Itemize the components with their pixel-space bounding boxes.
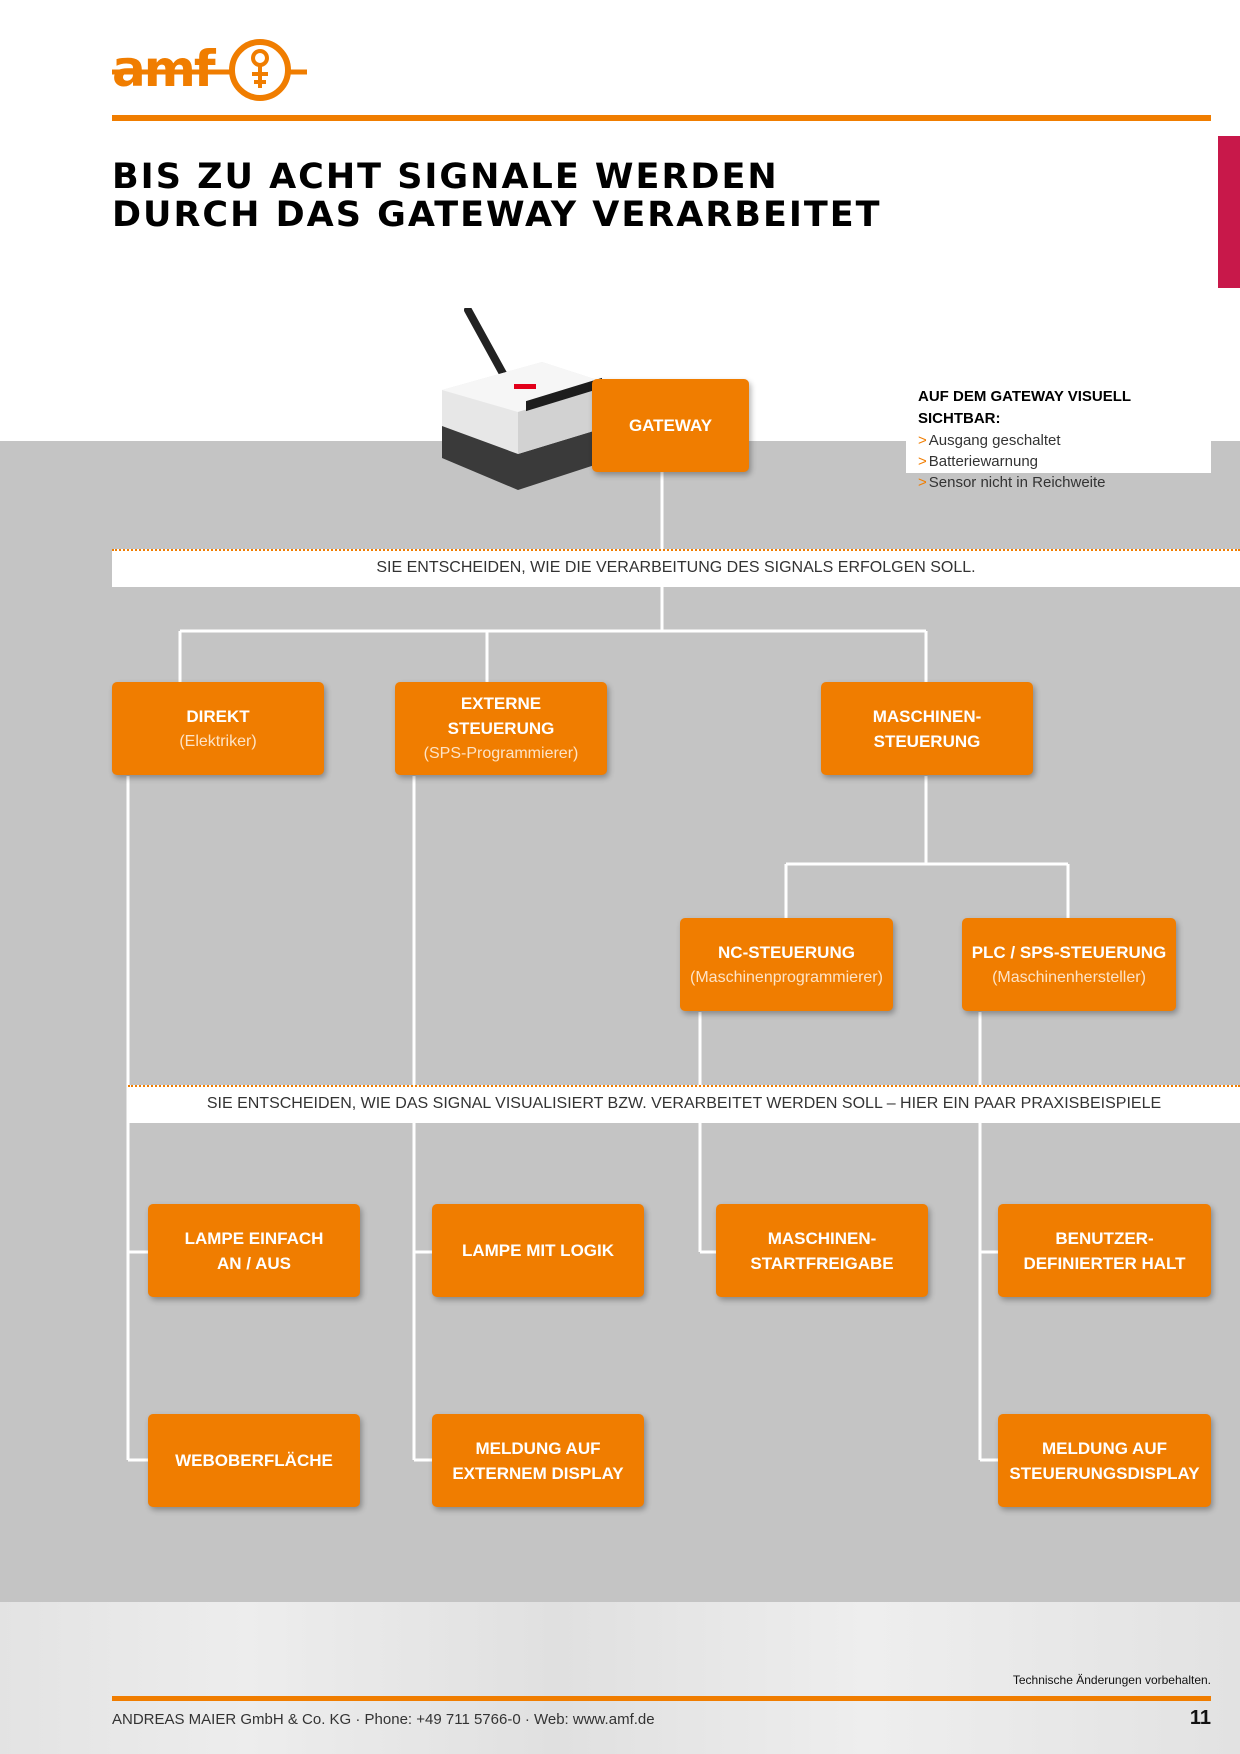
section-tab xyxy=(1218,136,1240,288)
title-line-1: BIS ZU ACHT SIGNALE WERDEN xyxy=(112,157,779,197)
header-rule xyxy=(112,115,1211,121)
info-item: >Sensor nicht in Reichweite xyxy=(918,474,1106,491)
example-maschinen-startfreigabe: MASCHINEN- STARTFREIGABE xyxy=(716,1204,928,1297)
node-externe-steuerung: EXTERNE STEUERUNG (SPS-Programmierer) xyxy=(395,682,607,775)
info-title: AUF DEM GATEWAY VISUELL SICHTBAR: xyxy=(918,388,1131,427)
chevron-right-icon: > xyxy=(918,453,927,470)
amf-logo: amf xyxy=(112,36,307,102)
example-meldung-externes-display: MELDUNG AUF EXTERNEM DISPLAY xyxy=(432,1414,644,1507)
gateway-node: GATEWAY xyxy=(592,379,749,472)
chevron-right-icon: > xyxy=(918,432,927,449)
example-weboberflaeche: WEBOBERFLÄCHE xyxy=(148,1414,360,1507)
node-direkt: DIREKT (Elektriker) xyxy=(112,682,324,775)
decision-band-processing: SIE ENTSCHEIDEN, WIE DIE VERARBEITUNG DE… xyxy=(112,549,1240,587)
chevron-right-icon: > xyxy=(918,474,927,491)
logo-wordmark: amf xyxy=(112,40,216,98)
example-lampe-einfach: LAMPE EINFACH AN / AUS xyxy=(148,1204,360,1297)
footer-company-info: ANDREAS MAIER GmbH & Co. KG · Phone: +49… xyxy=(112,1711,655,1728)
node-nc-steuerung: NC-STEUERUNG (Maschinenprogrammierer) xyxy=(680,918,893,1011)
footer-disclaimer: Technische Änderungen vorbehalten. xyxy=(1012,1673,1211,1687)
node-maschinen-steuerung: MASCHINEN- STEUERUNG xyxy=(821,682,1033,775)
info-item: >Ausgang geschaltet xyxy=(918,432,1061,449)
gateway-label: GATEWAY xyxy=(628,416,713,435)
footer-background xyxy=(0,1602,1240,1754)
title-line-2: DURCH DAS GATEWAY VERARBEITET xyxy=(112,195,882,235)
page-number: 11 xyxy=(1189,1707,1211,1729)
node-plc-sps-steuerung: PLC / SPS-STEUERUNG (Maschinenhersteller… xyxy=(962,918,1176,1011)
gateway-info-panel: AUF DEM GATEWAY VISUELL SICHTBAR: >Ausga… xyxy=(906,380,1211,491)
page-title: BIS ZU ACHT SIGNALE WERDEN DURCH DAS GAT… xyxy=(112,158,1112,234)
example-lampe-mit-logik: LAMPE MIT LOGIK xyxy=(432,1204,644,1297)
info-item: >Batteriewarnung xyxy=(918,453,1038,470)
gateway-device-icon xyxy=(442,308,610,490)
logo-emblem-icon xyxy=(112,39,307,101)
footer-rule xyxy=(112,1696,1211,1701)
decision-band-visualization: SIE ENTSCHEIDEN, WIE DAS SIGNAL VISUALIS… xyxy=(128,1085,1240,1123)
example-benutzerdefinierter-halt: BENUTZER- DEFINIERTER HALT xyxy=(998,1204,1211,1297)
example-meldung-steuerungsdisplay: MELDUNG AUF STEUERUNGSDISPLAY xyxy=(998,1414,1211,1507)
diagram-background xyxy=(0,441,1240,1602)
